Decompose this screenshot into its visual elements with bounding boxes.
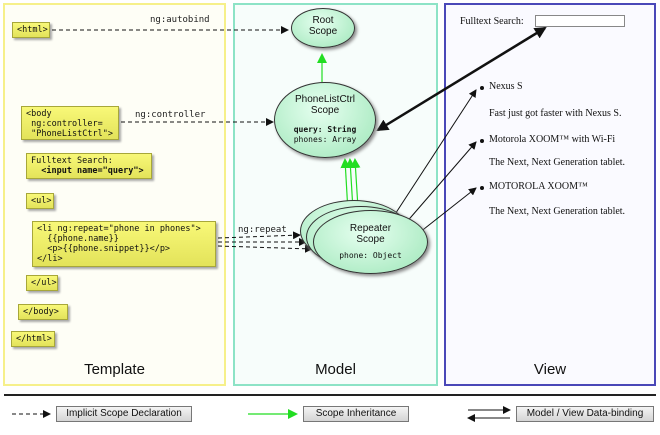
code-ul-close: </ul> <box>26 275 58 291</box>
legend-binding: Model / View Data-binding <box>516 406 654 422</box>
code-li-line-1: <li ng:repeat="phone in phones"> <box>37 224 201 234</box>
label-repeat: ng:repeat <box>238 225 287 235</box>
legend-inheritance: Scope Inheritance <box>303 406 409 422</box>
repeater-scope-phone: phone: Object <box>339 251 402 260</box>
arrow-repeat-3 <box>217 244 313 253</box>
view-item-1-name: Nexus S <box>489 81 523 92</box>
ctrl-scope-line-1: PhoneListCtrl <box>294 94 356 105</box>
code-body-close: </body> <box>18 304 68 320</box>
code-li-line-3: <p>{{phone.snippet}}</p> <box>37 244 171 254</box>
arrow-repeat-1 <box>217 231 301 240</box>
code-ul-open-text: <ul> <box>31 196 52 206</box>
root-scope-line-1: Root <box>312 15 334 26</box>
view-bullet-1 <box>480 86 484 90</box>
view-bullet-3 <box>480 186 484 190</box>
code-body-line-2: ng:controller= <box>26 119 103 129</box>
ctrl-scope-query: query: String <box>293 125 357 134</box>
label-autobind: ng:autobind <box>150 15 210 25</box>
root-scope-line-2: Scope <box>308 26 338 37</box>
ctrl-scope-phones: phones: Array <box>293 135 357 144</box>
code-body-line-3: "PhoneListCtrl"> <box>26 129 113 139</box>
view-item-3-name: MOTOROLA XOOM™ <box>489 181 588 192</box>
ctrl-scope-line-2: Scope <box>310 105 340 116</box>
view-item-1-snippet: Fast just got faster with Nexus S. <box>489 108 622 119</box>
view-item-2-name: Motorola XOOM™ with Wi-Fi <box>489 134 616 145</box>
code-html-close-text: </html> <box>16 334 52 344</box>
view-search-label: Fulltext Search: <box>460 16 524 27</box>
template-panel-title: Template <box>84 361 145 378</box>
arrow-binding-item-2 <box>397 141 477 233</box>
model-panel-title: Model <box>315 361 356 378</box>
label-controller: ng:controller <box>135 110 206 120</box>
code-li-line-2: {{phone.name}} <box>37 234 119 244</box>
view-panel-title: View <box>533 361 567 378</box>
root-scope: Root Scope <box>291 8 355 48</box>
code-body-open: <body ng:controller= "PhoneListCtrl"> <box>21 106 119 140</box>
code-search-line-2: <input name="query"> <box>31 166 147 176</box>
code-html-close: </html> <box>11 331 55 347</box>
legend-implicit: Implicit Scope Declaration <box>56 406 192 422</box>
code-html-open-text: <html> <box>17 25 48 35</box>
view-item-2-snippet: The Next, Next Generation tablet. <box>489 157 626 168</box>
view-item-3-snippet: The Next, Next Generation tablet. <box>489 206 626 217</box>
code-li-line-4: </li> <box>37 254 63 264</box>
code-search-line-1: Fulltext Search: <box>31 156 113 166</box>
code-ul-open: <ul> <box>26 193 54 209</box>
code-body-line-1: <body <box>26 109 52 119</box>
code-ul-close-text: </ul> <box>31 278 57 288</box>
legend-divider <box>4 394 656 396</box>
phonelistctrl-scope: PhoneListCtrl Scope query: String phones… <box>274 82 376 158</box>
code-html-open: <html> <box>12 22 50 38</box>
repeater-scope-line-2: Scope <box>356 234 385 245</box>
view-bullet-2 <box>480 139 484 143</box>
repeater-scope: Repeater Scope phone: Object <box>313 210 428 274</box>
code-body-close-text: </body> <box>23 307 59 317</box>
view-search-input[interactable] <box>535 15 625 27</box>
code-li-block: <li ng:repeat="phone in phones"> {{phone… <box>32 221 216 267</box>
code-search-block: Fulltext Search: <input name="query"> <box>26 153 152 179</box>
arrow-binding-item-1 <box>387 89 477 226</box>
code-search-input: <input name="query"> <box>31 166 144 176</box>
repeater-scope-line-1: Repeater <box>349 223 392 234</box>
arrow-binding-query <box>376 26 547 132</box>
